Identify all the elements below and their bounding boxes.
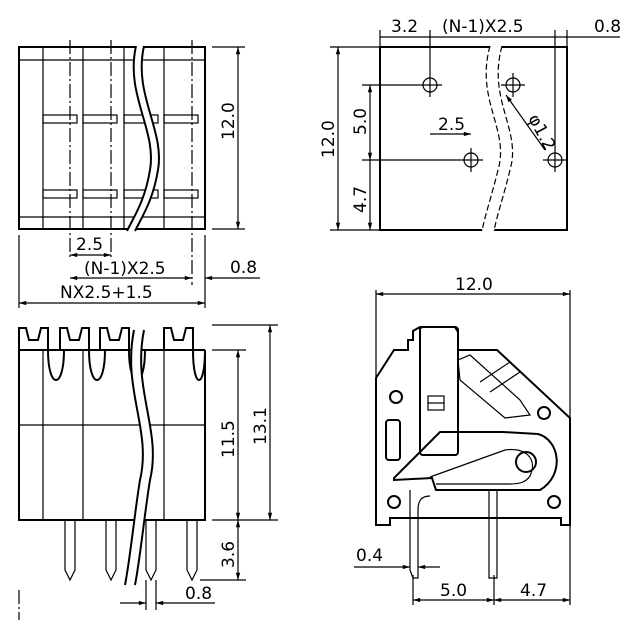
top-total-label: NX2.5+1.5 (60, 283, 153, 303)
top-height-label: 12.0 (219, 102, 239, 140)
front-body-label: 11.5 (219, 420, 239, 458)
top-pitch-label: 2.5 (76, 235, 103, 255)
pcb-height-label: 12.0 (319, 120, 339, 158)
pcb-layout-view: 3.2 (N-1)X2.5 0.8 12.0 5.0 4.7 2.5 φ1.2 (319, 17, 621, 232)
front-pin-label: 3.6 (219, 541, 239, 568)
front-pin-width-label: 0.8 (185, 584, 212, 604)
pcb-hole-label: φ1.2 (524, 111, 560, 154)
pcb-right-label: 0.8 (594, 17, 621, 37)
side-pin-spacing-label: 5.0 (440, 581, 467, 601)
pcb-pitch-label: 2.5 (438, 115, 465, 135)
pcb-span-label: (N-1)X2.5 (442, 17, 524, 37)
pcb-row-upper-label: 5.0 (351, 108, 371, 135)
front-view: 13.1 11.5 3.6 0.8 (18, 324, 278, 620)
side-pin-offset-label: 4.7 (520, 581, 547, 601)
side-width-label: 12.0 (455, 275, 493, 295)
top-span-label: (N-1)X2.5 (84, 259, 166, 279)
side-view: 12.0 0.4 5.0 4.7 (354, 275, 571, 605)
side-pin-thickness-label: 0.4 (356, 546, 383, 566)
pcb-left-label: 3.2 (391, 17, 418, 37)
top-view: 12.0 2.5 (N-1)X2.5 0.8 NX2.5+1.5 (18, 40, 260, 308)
front-total-label: 13.1 (251, 407, 271, 445)
pcb-row-lower-label: 4.7 (351, 186, 371, 213)
top-offset-label: 0.8 (230, 258, 257, 278)
